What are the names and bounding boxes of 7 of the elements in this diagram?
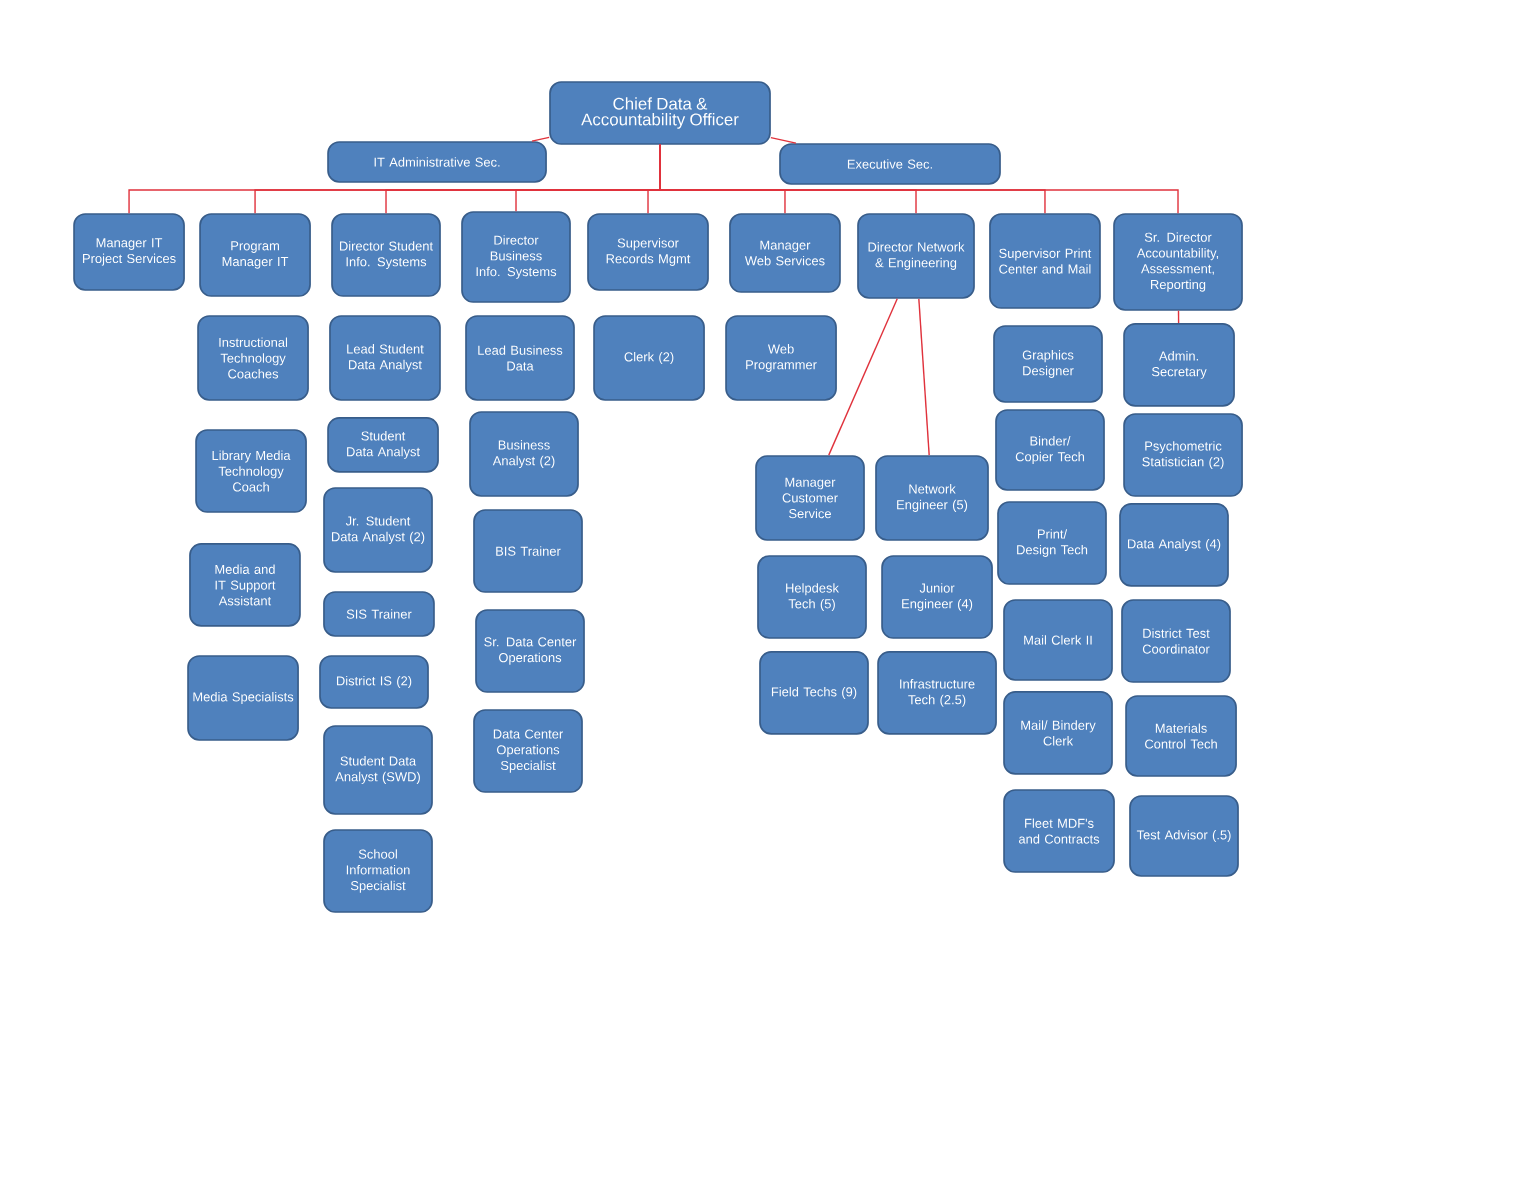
connector-line (1177, 310, 1180, 324)
connector-line (918, 298, 930, 456)
connector-line (659, 144, 1179, 214)
position-box: Chief Data & Accountability Officer (549, 81, 771, 145)
connector-line (828, 298, 898, 456)
connector-line (770, 136, 797, 144)
connector-line (531, 136, 550, 142)
